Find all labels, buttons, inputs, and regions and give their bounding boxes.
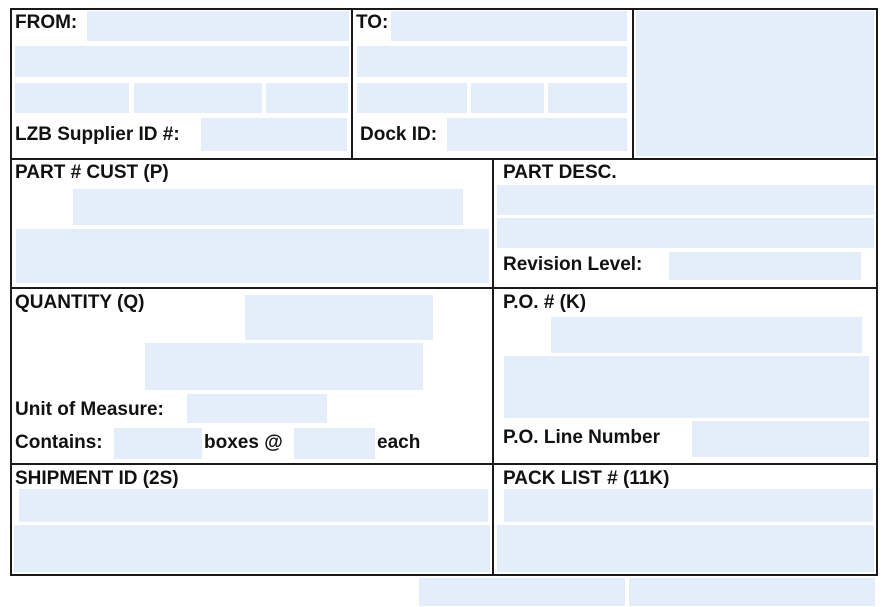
from-state-field[interactable] [133,82,263,114]
quantity-barcode-field[interactable] [144,342,424,391]
form-border-bottom [10,574,878,576]
revision-level-label: Revision Level: [503,254,643,275]
unit-of-measure-label: Unit of Measure: [15,399,164,420]
form-border-top [10,8,878,10]
contains-boxes-field[interactable] [113,427,203,460]
to-address-field[interactable] [356,45,628,78]
form-border-right [876,8,878,576]
shipment-id-barcode-field[interactable] [13,524,491,573]
dock-id-label: Dock ID: [360,124,438,145]
po-number-label: P.O. # (K) [503,292,587,313]
supplier-id-label: LZB Supplier ID #: [15,124,180,145]
po-line-number-label: P.O. Line Number [503,427,660,448]
to-state-field[interactable] [470,82,545,114]
boxes-at-label: boxes @ [204,432,283,453]
form-border-left [10,8,12,576]
supplier-id-field[interactable] [200,117,348,152]
part-cust-field[interactable] [72,188,464,226]
footer-field-left[interactable] [418,577,626,607]
contains-each-field[interactable] [293,427,376,460]
part-cust-barcode-field[interactable] [15,228,490,284]
part-desc-line1-field[interactable] [496,184,875,216]
from-city-field[interactable] [14,82,130,114]
pack-list-barcode-field[interactable] [496,524,875,573]
to-city-field[interactable] [356,82,468,114]
divider-row3 [10,463,878,465]
shipment-id-field[interactable] [18,488,489,523]
from-label: FROM: [15,12,78,33]
divider-middle [492,158,494,576]
to-zip-field[interactable] [547,82,628,114]
each-label: each [377,432,421,453]
shipment-id-label: SHIPMENT ID (2S) [15,468,179,489]
divider-from-to [351,8,353,160]
pack-list-field[interactable] [503,488,874,523]
footer-field-right[interactable] [628,577,876,607]
divider-row2 [10,287,878,289]
part-cust-label: PART # CUST (P) [15,162,169,183]
part-desc-label: PART DESC. [503,162,617,183]
corner-field[interactable] [635,10,875,157]
quantity-field[interactable] [244,294,434,341]
quantity-label: QUANTITY (Q) [15,292,145,313]
po-number-barcode-field[interactable] [503,355,870,419]
to-label: TO: [356,12,389,33]
unit-of-measure-field[interactable] [186,393,328,424]
to-name-field[interactable] [390,10,628,42]
from-name-field[interactable] [86,10,350,42]
contains-label: Contains: [15,432,103,453]
pack-list-label: PACK LIST # (11K) [503,468,670,489]
po-number-field[interactable] [550,316,863,354]
from-address-field[interactable] [14,45,350,78]
revision-level-field[interactable] [668,251,862,281]
part-desc-line2-field[interactable] [496,217,875,249]
po-line-number-field[interactable] [691,420,870,458]
from-zip-field[interactable] [265,82,349,114]
divider-row1 [10,158,878,160]
divider-to-corner [632,8,634,160]
dock-id-field[interactable] [446,117,628,152]
